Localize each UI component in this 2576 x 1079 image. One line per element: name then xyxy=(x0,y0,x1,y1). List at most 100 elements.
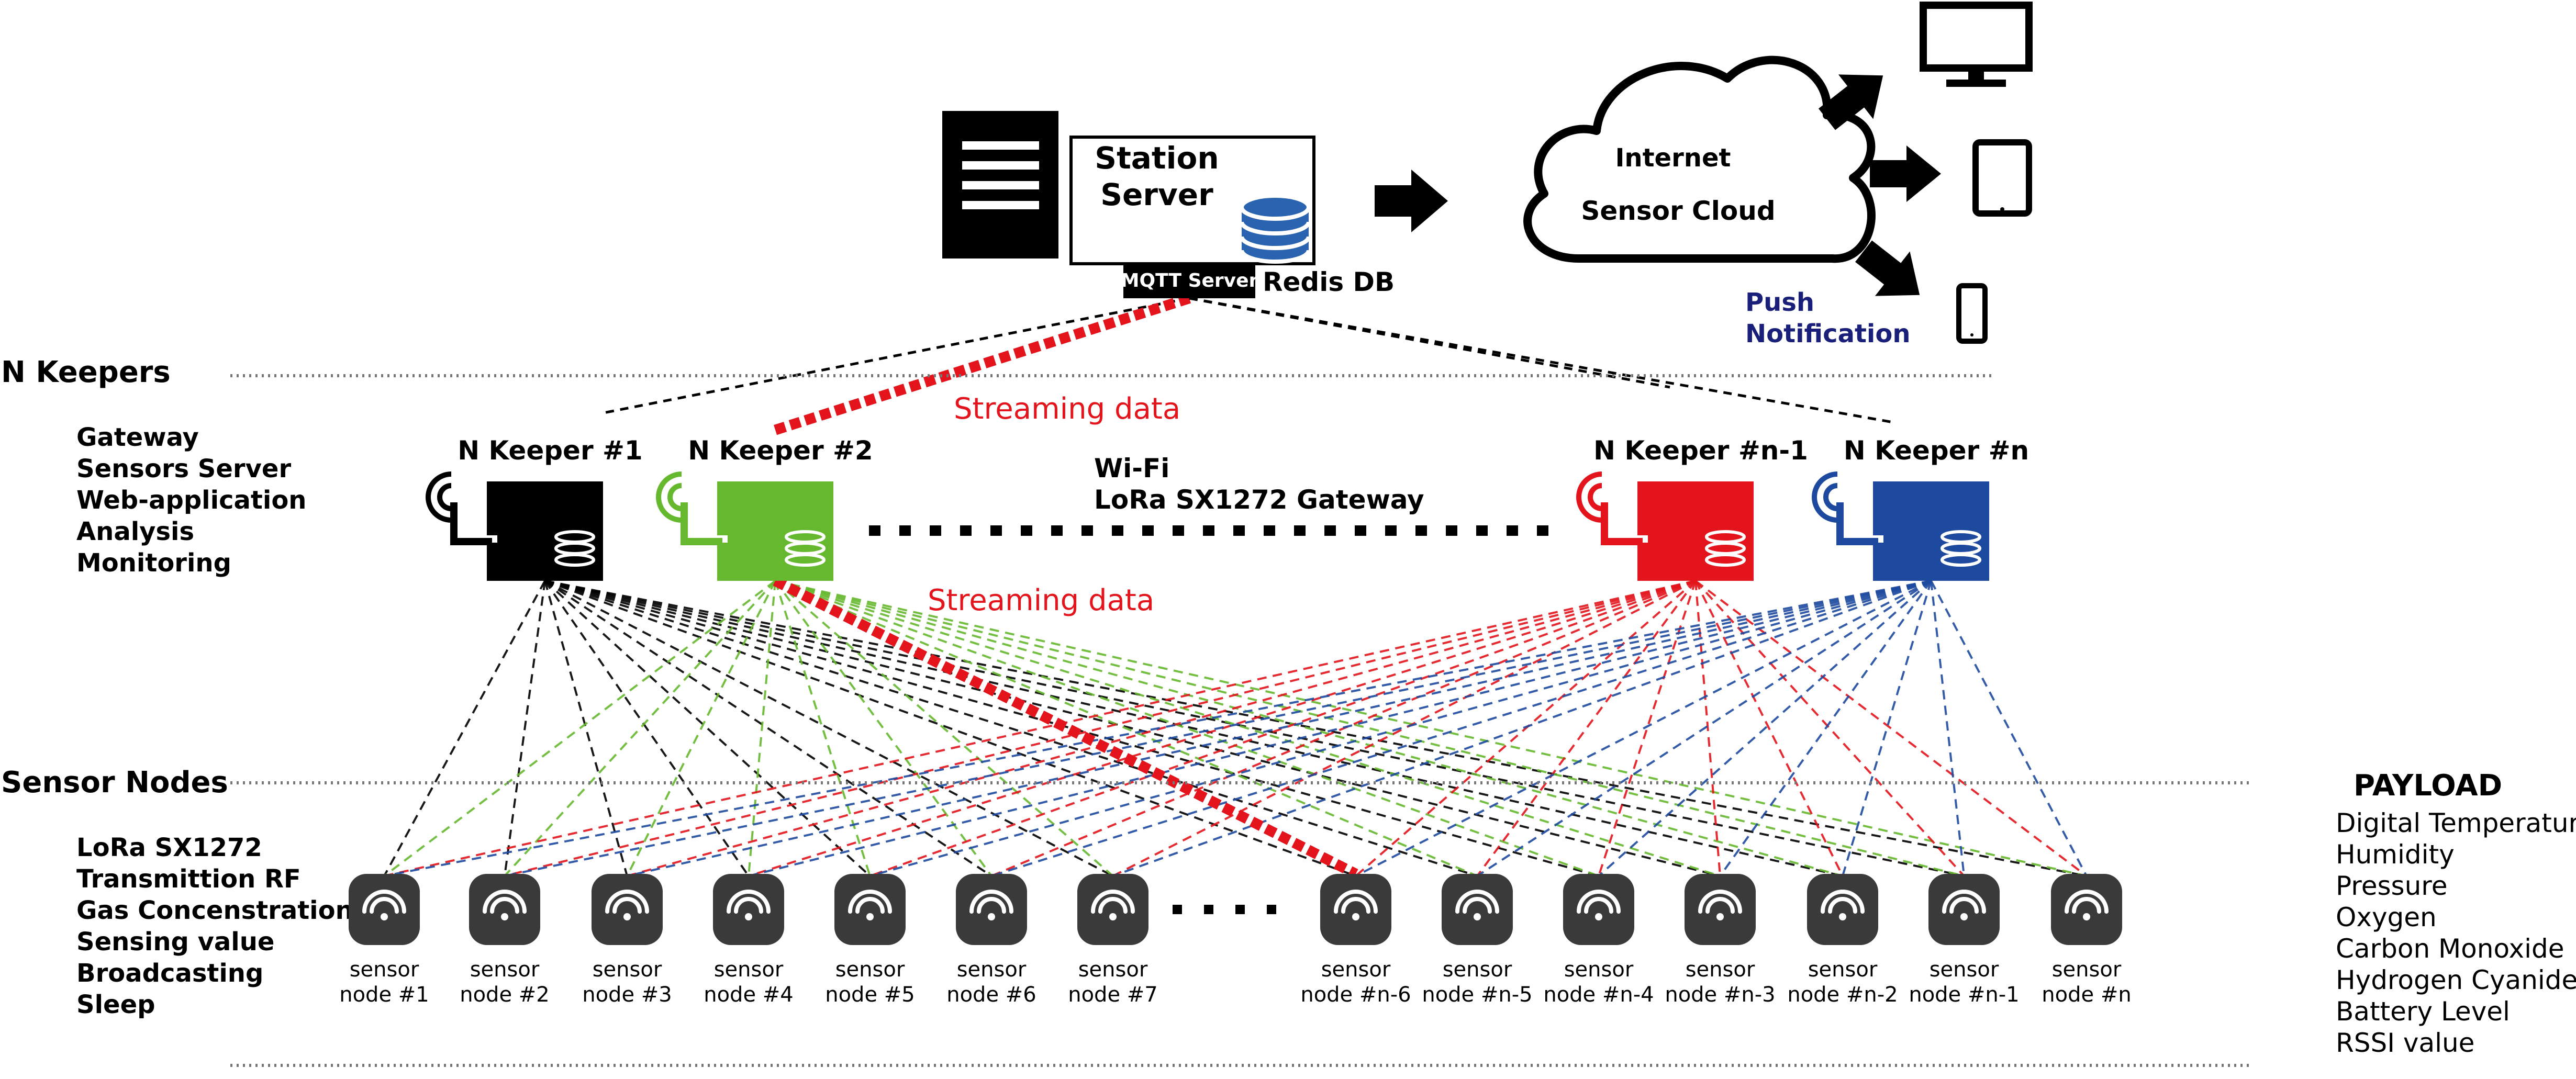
sensor-node-label-line1: sensor xyxy=(1443,958,1512,982)
keeper-node-link xyxy=(1112,580,1932,877)
cloud-icon: Internet Sensor Cloud xyxy=(1523,55,1876,263)
keeper-role: Gateway xyxy=(76,423,199,452)
keeper-node-link xyxy=(544,580,1721,877)
sensor-node-label-line1: sensor xyxy=(2052,958,2122,982)
keeper-role: Sensors Server xyxy=(76,454,291,484)
keeper-node: N Keeper #1 xyxy=(426,435,643,581)
keeper-node-link xyxy=(544,580,1113,877)
keeper-node-link xyxy=(544,580,1599,877)
keeper-role: Analysis xyxy=(76,517,194,546)
push-notification-line1: Push xyxy=(1745,288,1814,317)
sensor-node-body xyxy=(1442,874,1513,945)
push-notification-line2: Notification xyxy=(1745,319,1911,349)
node-feature: Sleep xyxy=(76,990,155,1019)
node-feature: Broadcasting xyxy=(76,959,263,988)
cloud-label-line2: Sensor Cloud xyxy=(1581,196,1775,226)
node-feature: Sensing value xyxy=(76,927,274,957)
keeper-label: N Keeper #n xyxy=(1844,435,2029,466)
keeper-node-link xyxy=(544,580,1356,877)
sensor-node-label-line1: sensor xyxy=(835,958,905,982)
antenna-base-icon xyxy=(681,538,722,545)
section-title-keepers: N Keepers xyxy=(1,355,171,389)
keeper-role: Web-application xyxy=(76,486,306,515)
sensor-node-label-line1: sensor xyxy=(1564,958,1634,982)
antenna-mast-icon xyxy=(1836,502,1844,544)
node-feature: Transmittion RF xyxy=(76,864,301,894)
sensor-node-label-line2: node #n-4 xyxy=(1543,983,1654,1007)
sensor-node-label-line1: sensor xyxy=(350,958,419,982)
keeper-node-link xyxy=(1694,580,2088,877)
arrow-to-tablet-icon xyxy=(1870,145,1941,202)
sensor-node-label-line2: node #n-2 xyxy=(1787,983,1898,1007)
sensor-node-body xyxy=(1928,874,2000,945)
keeper-node-link xyxy=(627,580,1932,877)
sensor-node-label-line2: node #4 xyxy=(704,983,794,1007)
wifi-signal-icon xyxy=(437,483,452,511)
sensor-node-label-line1: sensor xyxy=(1078,958,1148,982)
wifi-signal-icon xyxy=(1812,471,1838,523)
keeper-node-link xyxy=(775,580,1478,877)
wifi-icon xyxy=(1577,890,1621,920)
mqtt-server-label: MQTT Server xyxy=(1121,270,1258,291)
keeper-node-link xyxy=(775,580,1721,877)
section-separators xyxy=(230,374,2251,1067)
streaming-data-label-bottom: Streaming data xyxy=(928,583,1154,617)
keeper-node-link xyxy=(504,580,776,877)
sensor-node-label-line2: node #5 xyxy=(825,983,915,1007)
link-label-line2: LoRa SX1272 Gateway xyxy=(1094,485,1424,515)
wifi-signal-icon xyxy=(426,471,452,523)
sensor-node-label-line1: sensor xyxy=(470,958,540,982)
wifi-icon xyxy=(2065,890,2109,920)
tablet-icon xyxy=(1972,139,2032,217)
keeper-node-link xyxy=(1930,580,1965,876)
sensor-node-body xyxy=(834,874,906,945)
sensor-node-body xyxy=(349,874,420,945)
keeper-node-link xyxy=(869,580,1696,877)
sensor-node-body xyxy=(1563,874,1634,945)
payload-item: Hydrogen Cyanide xyxy=(2336,965,2576,995)
wifi-icon xyxy=(727,890,771,920)
payload-item: Carbon Monoxide xyxy=(2336,934,2564,964)
database-icon xyxy=(1705,530,1746,567)
wifi-signal-icon xyxy=(656,471,682,523)
keeper-node-link xyxy=(774,580,871,876)
keeper-node-link xyxy=(1112,580,1696,877)
keeper-node-link xyxy=(627,580,1696,877)
wifi-icon xyxy=(848,890,892,920)
keeper-node-link xyxy=(1476,580,1697,877)
keeper-node-link xyxy=(1719,580,1932,877)
keeper-node-streaming-line xyxy=(773,576,1358,879)
sensor-node-label-line1: sensor xyxy=(1321,958,1391,982)
keeper-label: N Keeper #n-1 xyxy=(1593,435,1808,466)
sensor-node-label-line2: node #n xyxy=(2042,983,2131,1007)
wifi-icon xyxy=(1091,890,1135,920)
arrow-to-monitor-icon xyxy=(1818,74,1883,130)
sensor-node-label-line2: node #n-3 xyxy=(1665,983,1775,1007)
server-to-keeper-streaming-line xyxy=(773,293,1191,435)
server-rack-lines xyxy=(962,141,1039,209)
keeper-node-link xyxy=(1598,580,1697,876)
keeper-node-link xyxy=(504,580,546,876)
keeper-node-link xyxy=(384,580,1932,877)
wifi-icon xyxy=(969,890,1013,920)
payload-item: Battery Level xyxy=(2336,996,2510,1027)
keeper-node-link xyxy=(1476,580,1932,877)
keeper-node-link xyxy=(383,580,546,876)
keeper-node-link xyxy=(1694,580,1721,876)
sensor-node-label-line1: sensor xyxy=(593,958,662,982)
sensor-node-label-line2: node #3 xyxy=(582,983,672,1007)
keeper-label: N Keeper #1 xyxy=(458,435,642,466)
keeper-node-link xyxy=(775,580,1843,877)
payload-item: Oxygen xyxy=(2336,902,2437,932)
sensor-node-label-line1: sensor xyxy=(1808,958,1878,982)
server-to-keeper-line xyxy=(1189,297,1897,424)
